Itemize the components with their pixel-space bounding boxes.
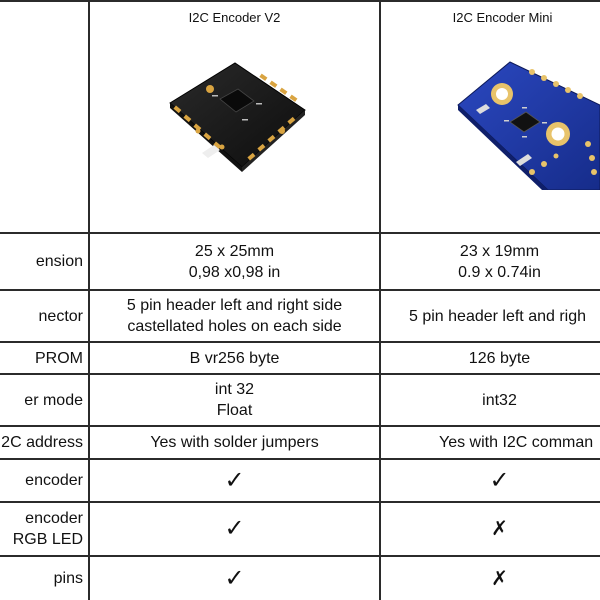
mini-rgb-encoder: ✗ [381,503,600,555]
check-mark-icon: ✓ [224,515,245,542]
row-label-counter-mode: er mode [24,391,83,409]
check-mark-icon: ✓ [224,466,245,494]
row-label-i2c-address: 2C address [1,434,83,451]
v2-counter-mode: int 32 Float [214,381,255,419]
row-divider [0,458,600,460]
row-label-dimension: ension [35,253,83,270]
row-label-rgb-encoder: encoder RGB LED [12,510,83,548]
mini-connector: 5 pin header left and righ [409,307,587,325]
v2-eeprom: B vr256 byte [189,349,280,367]
mini-pins: ✗ [381,557,600,600]
row-divider [0,501,600,503]
column-divider [379,0,381,600]
column-header-mini: I2C Encoder Mini [381,6,600,28]
mini-i2c-address: Yes with I2C comman [439,434,594,451]
row-divider [0,341,600,343]
row-label-pins: pins [53,570,83,587]
encoder-mini-board-image [452,50,600,191]
row-divider [0,555,600,557]
mini-dimension: 23 x 19mm 0.9 x 0.74in [458,242,541,281]
column-divider [88,0,90,600]
v2-rgb-encoder: ✓ [90,503,379,555]
check-mark-icon: ✓ [224,564,245,592]
v2-encoder: ✓ [90,460,379,501]
row-divider [0,0,600,2]
row-divider [0,373,600,375]
column-header-v2-text: I2C Encoder V2 [188,9,281,25]
column-header-v2: I2C Encoder V2 [90,6,379,28]
v2-dimension: 25 x 25mm 0,98 x0,98 in [188,242,281,281]
column-header-mini-text: I2C Encoder Mini [452,9,553,25]
v2-i2c-address: Yes with solder jumpers [150,434,319,451]
row-divider [0,425,600,427]
row-divider [0,289,600,291]
encoder-v2-board-image [150,55,320,180]
mini-counter-mode: int32 [482,391,517,409]
v2-pins: ✓ [90,557,379,600]
row-label-eeprom: PROM [35,349,83,367]
mini-encoder: ✓ [381,460,600,501]
mini-eeprom: 126 byte [468,349,531,367]
row-divider [0,232,600,234]
row-label-encoder: encoder [25,472,83,489]
check-mark-icon: ✓ [489,466,510,494]
cross-mark-icon: ✗ [491,518,508,540]
v2-connector: 5 pin header left and right side castell… [126,297,343,335]
row-label-connector: nector [38,307,83,325]
cross-mark-icon: ✗ [491,567,508,590]
